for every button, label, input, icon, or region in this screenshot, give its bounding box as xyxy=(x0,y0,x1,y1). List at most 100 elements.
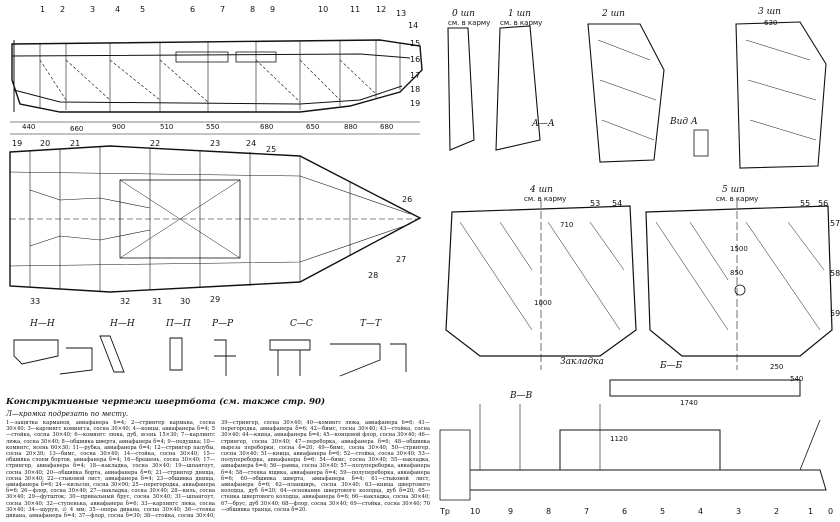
hull-plan-view xyxy=(9,145,422,293)
label: 21 xyxy=(70,139,81,148)
label: 33 xyxy=(30,297,41,306)
label: 58 xyxy=(830,269,840,278)
frame-note: см. в карму xyxy=(448,19,491,27)
label: 25 xyxy=(266,145,277,154)
label: 1 xyxy=(808,507,814,516)
section-details xyxy=(13,335,407,377)
label: 8 xyxy=(250,5,256,14)
frame-title: 3 шп xyxy=(758,7,781,17)
label: 10 xyxy=(470,507,481,516)
label: 2 xyxy=(60,5,66,14)
label: 54 xyxy=(612,199,623,208)
label: 7 xyxy=(584,507,590,516)
label: 6 xyxy=(622,507,628,516)
parts-legend: 1—защитка карманов, авиафанера δ=4; 2—ст… xyxy=(6,420,430,520)
label: 0 xyxy=(828,507,834,516)
label: 5 xyxy=(140,5,146,14)
dimension: 440 xyxy=(22,123,36,131)
section-title: П—П xyxy=(166,319,191,329)
label: 11 xyxy=(350,5,361,14)
label: 23 xyxy=(210,139,221,148)
frame-title: 4 шп xyxy=(530,185,553,195)
label: 3 xyxy=(736,507,742,516)
section-title: Н—Н xyxy=(110,319,135,329)
label: 24 xyxy=(246,139,257,148)
legend-text: 1—защитка карманов, авиафанера δ=4; 2—ст… xyxy=(6,420,430,520)
label: 9 xyxy=(508,507,514,516)
label: 15 xyxy=(410,39,421,48)
label: 59 xyxy=(830,309,840,318)
label: 1 xyxy=(40,5,46,14)
label: 26 xyxy=(402,195,413,204)
frame-note: см. в карму xyxy=(524,195,567,203)
label: 6 xyxy=(190,5,196,14)
dimension: 850 xyxy=(730,269,744,277)
label: 4 xyxy=(698,507,704,516)
label: 31 xyxy=(152,297,163,306)
label: 10 xyxy=(318,5,329,14)
label: 19 xyxy=(12,139,23,148)
label: 18 xyxy=(410,85,421,94)
label: 56 xyxy=(818,199,829,208)
label: 19 xyxy=(410,99,421,108)
label: 53 xyxy=(590,199,601,208)
label: 17 xyxy=(410,71,421,80)
section-title: Закладка xyxy=(560,357,604,367)
dimension: 550 xyxy=(206,123,220,131)
dimension: 630 xyxy=(764,19,778,27)
frame-sections-top xyxy=(447,21,827,169)
figure-note: Л—кромка подрезать по месту. xyxy=(6,410,129,418)
dimension: 1000 xyxy=(534,299,552,307)
label: 13 xyxy=(396,9,407,18)
label: 55 xyxy=(800,199,811,208)
label: 14 xyxy=(408,21,419,30)
label: 5 xyxy=(660,507,666,516)
label: 8 xyxy=(546,507,552,516)
dimension: 680 xyxy=(260,123,274,131)
section-title: Б—Б xyxy=(660,361,683,371)
label: 12 xyxy=(376,5,387,14)
label: 22 xyxy=(150,139,161,148)
frame-title: Вид А xyxy=(670,117,698,127)
figure-caption: Конструктивные чертежи швертбота (см. та… xyxy=(6,397,326,407)
frame-title: 2 шп xyxy=(602,9,625,19)
hull-side-view xyxy=(10,39,423,135)
dimension: 660 xyxy=(70,125,84,133)
dimension: 710 xyxy=(560,221,574,229)
label: 7 xyxy=(220,5,226,14)
dimension: 680 xyxy=(380,123,394,131)
label: 4 xyxy=(115,5,121,14)
label: 2 xyxy=(774,507,780,516)
dimension: 540 xyxy=(790,375,804,383)
label: 28 xyxy=(368,271,379,280)
frame-note: см. в карму xyxy=(716,195,759,203)
dimension: 1500 xyxy=(730,245,748,253)
label: 32 xyxy=(120,297,131,306)
label: 27 xyxy=(396,255,407,264)
dimension: 900 xyxy=(112,123,126,131)
label: 30 xyxy=(180,297,191,306)
label: 57 xyxy=(830,219,840,228)
section-title: Т—Т xyxy=(360,319,382,329)
frame-title: 0 шп xyxy=(452,9,475,19)
section-title: С—С xyxy=(290,319,313,329)
dimension: 1740 xyxy=(680,399,698,407)
dimension: 650 xyxy=(306,123,320,131)
dimension: 1120 xyxy=(610,435,628,443)
dimension: 250 xyxy=(770,363,784,371)
label: 3 xyxy=(90,5,96,14)
section-title: В—В xyxy=(510,391,533,401)
frame-title: 1 шп xyxy=(508,9,531,19)
frame-title: 5 шп xyxy=(722,185,745,195)
label: Тр xyxy=(440,507,450,516)
dimension: 510 xyxy=(160,123,174,131)
section-title: А—А xyxy=(532,119,555,129)
dimension: 880 xyxy=(344,123,358,131)
section-title: Р—Р xyxy=(212,319,234,329)
label: 20 xyxy=(40,139,51,148)
label: 16 xyxy=(410,55,421,64)
label: 29 xyxy=(210,295,221,304)
frame-sections-mid xyxy=(445,200,833,370)
label: 9 xyxy=(270,5,276,14)
